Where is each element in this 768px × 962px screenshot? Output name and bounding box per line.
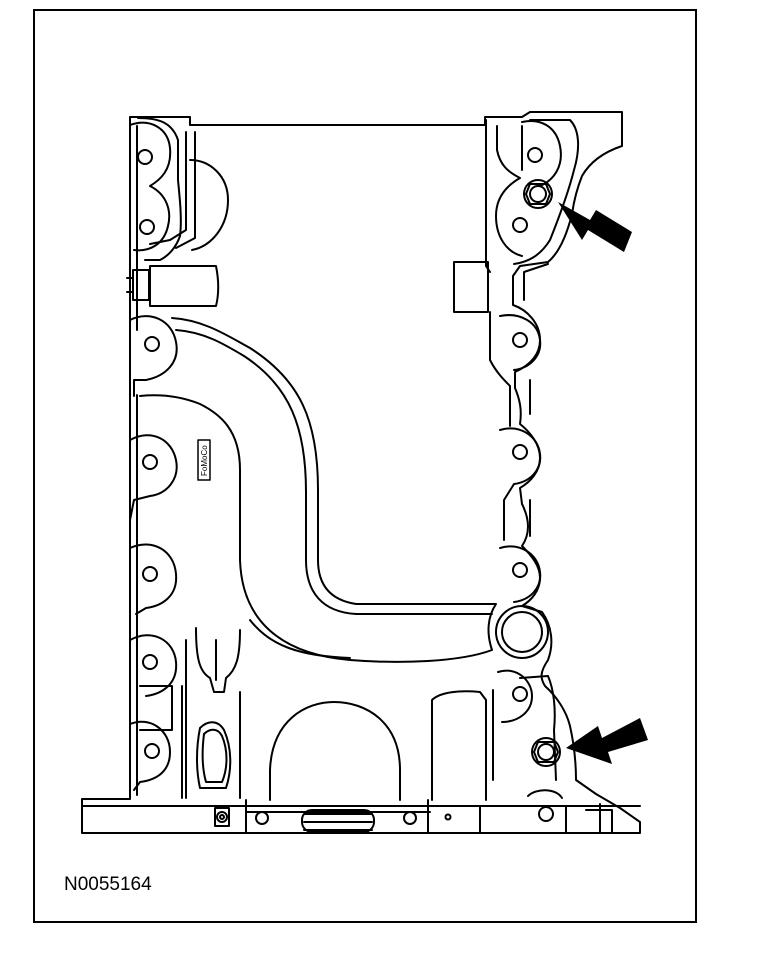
upper-right-bolt [523,179,553,209]
upper-left-boss [126,159,229,307]
right-bolt-bosses [453,119,580,781]
figure-id-label: N0055164 [64,874,152,895]
pan-outer-outline [81,111,641,834]
fomoco-logo-text: FoMoCo [200,445,209,476]
callout-arrow-upper-right [558,202,632,252]
pan-inner-trough [139,317,497,663]
callout-arrow-lower-right [566,718,648,764]
pan-inner-trough-rim [175,329,493,659]
drain-boss [495,605,549,659]
lower-ribs [139,627,487,801]
bottom-flange [81,789,641,834]
lower-right-bolt [531,737,561,767]
figure-frame [33,9,697,923]
left-bolt-bosses [129,117,196,791]
pan-inner-rim-right [521,125,549,537]
fomoco-logo-plate [197,439,211,481]
